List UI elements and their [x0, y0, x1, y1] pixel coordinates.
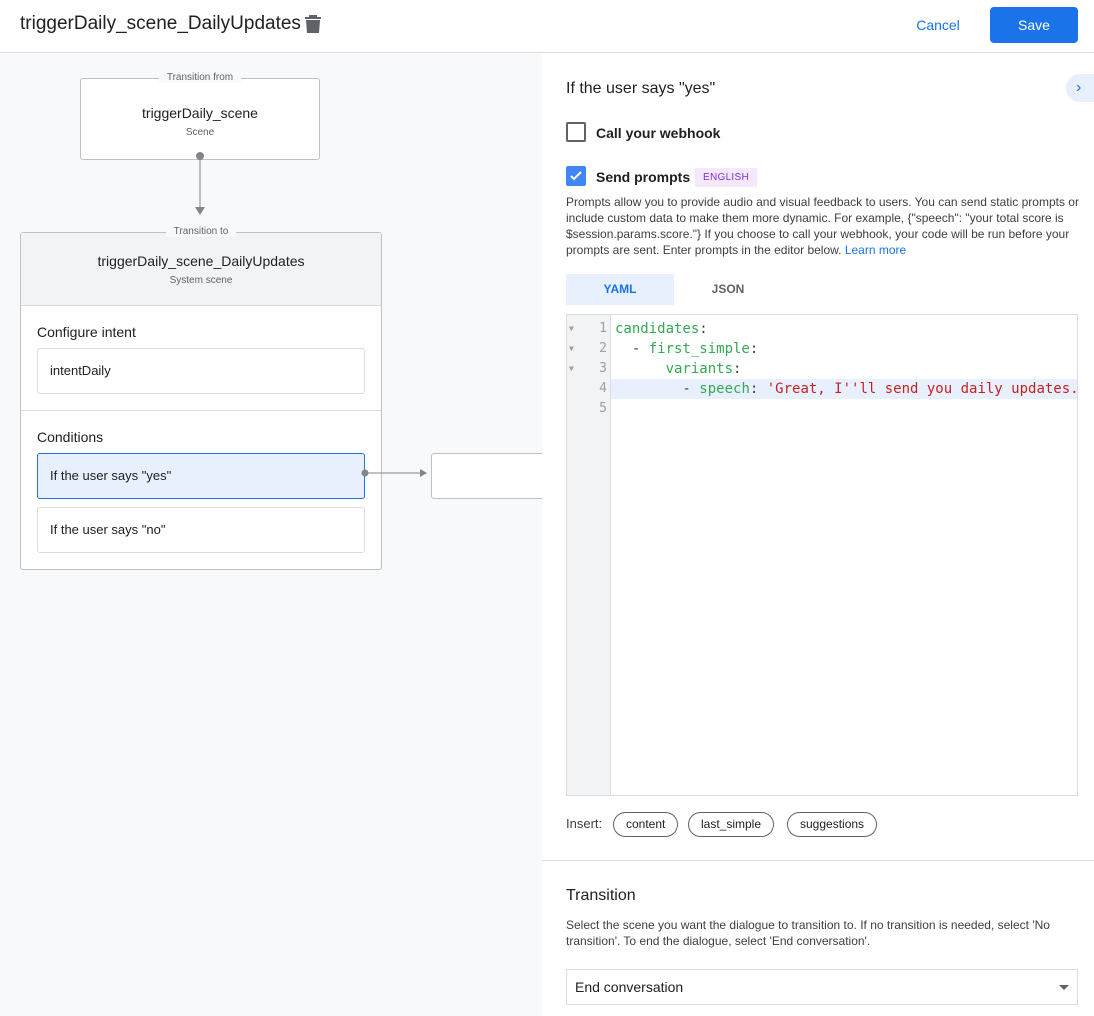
- transition-select[interactable]: End conversation: [566, 969, 1078, 1005]
- check-icon: [570, 171, 582, 181]
- send-prompts-checkbox[interactable]: [566, 166, 586, 186]
- prompts-description: Prompts allow you to provide audio and v…: [566, 194, 1086, 258]
- webhook-checkbox[interactable]: [566, 122, 586, 142]
- transition-to-node: Transition to triggerDaily_scene_DailyUp…: [20, 226, 382, 570]
- intent-field[interactable]: intentDaily: [37, 348, 365, 394]
- selected-value: End conversation: [575, 979, 684, 995]
- code-punct: :: [733, 361, 742, 377]
- language-badge: ENGLISH: [695, 168, 758, 187]
- condition-no[interactable]: If the user says "no": [37, 507, 365, 553]
- description-text: Prompts allow you to provide audio and v…: [566, 195, 1079, 257]
- scene-type: System scene: [169, 275, 233, 286]
- scene-name: triggerDaily_scene: [142, 105, 258, 121]
- header: triggerDaily_scene_DailyUpdates Cancel S…: [0, 0, 1094, 53]
- cancel-button[interactable]: Cancel: [903, 8, 973, 42]
- transition-description: Select the scene you want the dialogue t…: [566, 918, 1050, 948]
- code-punct: -: [615, 381, 700, 397]
- insert-suggestions-chip[interactable]: suggestions: [787, 812, 878, 837]
- scene-name: triggerDaily_scene_DailyUpdates: [97, 253, 305, 269]
- line-number: 3: [599, 361, 607, 376]
- learn-more-link[interactable]: Learn more: [844, 243, 907, 257]
- code-punct: :: [699, 321, 708, 337]
- code-string: 'Great, I''ll send you daily updates.': [766, 381, 1078, 397]
- legend: Transition from: [158, 72, 242, 83]
- condition-connector: [361, 469, 427, 477]
- code-key: candidates: [615, 321, 700, 337]
- code-punct: :: [749, 381, 767, 397]
- line-number: 2: [599, 341, 607, 356]
- code-punct: :: [749, 341, 759, 357]
- webhook-label: Call your webhook: [596, 125, 721, 141]
- conditions-title: Conditions: [37, 429, 104, 445]
- condition-panel: › If the user says "yes" Call your webho…: [542, 54, 1094, 1016]
- insert-label: Insert:: [566, 816, 603, 831]
- code-key: variants: [665, 361, 734, 377]
- code-punct: -: [615, 341, 649, 357]
- line-number: 4: [599, 381, 607, 396]
- scene-canvas: Transition from triggerDaily_scene Scene…: [0, 54, 542, 1016]
- insert-content-chip[interactable]: content: [613, 812, 679, 837]
- divider: [542, 860, 1094, 861]
- line-number: 1: [599, 321, 607, 336]
- legend: Transition to: [165, 226, 237, 237]
- insert-last-simple-chip[interactable]: last_simple: [688, 812, 775, 837]
- condition-yes[interactable]: If the user says "yes": [37, 453, 365, 499]
- panel-title: If the user says "yes": [566, 80, 716, 97]
- chevron-right-icon[interactable]: ›: [1066, 74, 1094, 102]
- page-title: triggerDaily_scene_DailyUpdates: [20, 13, 301, 34]
- fold-icon[interactable]: ▼: [569, 344, 574, 353]
- transition-from-node[interactable]: Transition from triggerDaily_scene Scene: [80, 72, 320, 160]
- dropdown-arrow-icon: [1059, 985, 1069, 990]
- trash-icon[interactable]: [304, 14, 322, 34]
- tab-yaml[interactable]: YAML: [566, 274, 674, 305]
- target-scene-node[interactable]: [431, 453, 542, 499]
- save-button[interactable]: Save: [990, 7, 1078, 43]
- fold-icon[interactable]: ▼: [569, 364, 574, 373]
- code-key: speech: [699, 381, 750, 397]
- line-number: 5: [599, 401, 607, 416]
- connector-arrow: [195, 152, 205, 215]
- configure-intent-title: Configure intent: [37, 324, 136, 340]
- code-editor[interactable]: ▼ 1 candidates: ▼ 2 - first_simple: ▼ 3 vari…: [566, 314, 1078, 796]
- tab-json[interactable]: JSON: [711, 282, 745, 296]
- scene-type: Scene: [185, 127, 215, 138]
- send-prompts-label: Send prompts: [596, 169, 691, 185]
- transition-title: Transition: [566, 887, 636, 904]
- editor-gutter: [567, 315, 611, 795]
- code-key: first_simple: [648, 341, 750, 357]
- fold-icon[interactable]: ▼: [569, 324, 574, 333]
